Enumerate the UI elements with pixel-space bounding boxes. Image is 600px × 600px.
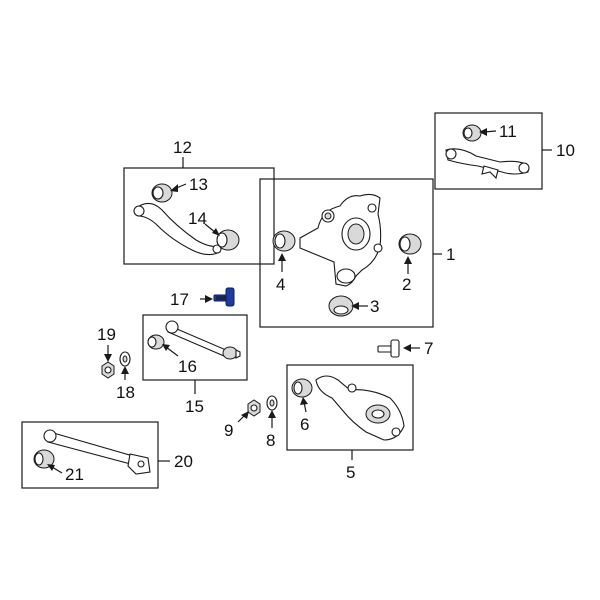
- group-box-5: [286, 364, 414, 451]
- callout-21[interactable]: 21: [65, 465, 84, 484]
- callout-15[interactable]: 15: [185, 397, 204, 416]
- callout-20[interactable]: 20: [174, 452, 193, 471]
- callout-3[interactable]: 3: [370, 297, 379, 316]
- link-15-icon[interactable]: [165, 320, 241, 360]
- callout-10[interactable]: 10: [556, 141, 575, 160]
- group-box-1: [259, 178, 434, 328]
- callout-16[interactable]: 16: [178, 357, 197, 376]
- callout-19[interactable]: 19: [97, 325, 116, 344]
- callout-6[interactable]: 6: [300, 415, 309, 434]
- washer-8-icon[interactable]: [266, 395, 278, 411]
- group-box-20: [21, 421, 159, 489]
- callout-7[interactable]: 7: [424, 339, 433, 358]
- bushing-21-icon[interactable]: [33, 449, 55, 469]
- bolt-7-icon[interactable]: [377, 339, 400, 358]
- washer-18-icon[interactable]: [119, 351, 131, 367]
- callout-9[interactable]: 9: [224, 421, 233, 440]
- callout-12[interactable]: 12: [173, 138, 192, 157]
- leader-lines: [47, 128, 552, 474]
- callout-17[interactable]: 17: [170, 290, 189, 309]
- callout-8[interactable]: 8: [266, 431, 275, 450]
- knuckle-1-icon[interactable]: [299, 193, 383, 287]
- bushing-13-icon[interactable]: [151, 183, 173, 203]
- callout-5[interactable]: 5: [346, 463, 355, 482]
- callout-1[interactable]: 1: [446, 245, 455, 264]
- nut-19-icon[interactable]: [101, 361, 115, 379]
- bolt-17-icon[interactable]: [213, 287, 235, 307]
- group-box-10: [434, 112, 543, 190]
- callout-4[interactable]: 4: [276, 275, 285, 294]
- group-box-12: [123, 167, 275, 265]
- bushing-4-icon[interactable]: [272, 230, 296, 252]
- callout-18[interactable]: 18: [116, 383, 135, 402]
- control-arm-10-icon[interactable]: [445, 148, 530, 180]
- bushing-6-icon[interactable]: [291, 378, 313, 398]
- callout-14[interactable]: 14: [188, 209, 207, 228]
- nut-9-icon[interactable]: [247, 399, 261, 417]
- callout-13[interactable]: 13: [189, 175, 208, 194]
- control-arm-12-icon[interactable]: [133, 202, 222, 256]
- callout-2[interactable]: 2: [402, 275, 411, 294]
- bushing-16-icon[interactable]: [147, 334, 165, 350]
- control-arm-20-icon[interactable]: [43, 429, 151, 475]
- bushing-3-icon[interactable]: [328, 295, 354, 317]
- bushing-2-icon[interactable]: [398, 233, 422, 255]
- bushing-11-icon[interactable]: [462, 124, 482, 142]
- callout-11[interactable]: 11: [499, 122, 517, 141]
- lower-arm-5-icon[interactable]: [315, 375, 405, 441]
- bushing-14-icon[interactable]: [216, 229, 240, 251]
